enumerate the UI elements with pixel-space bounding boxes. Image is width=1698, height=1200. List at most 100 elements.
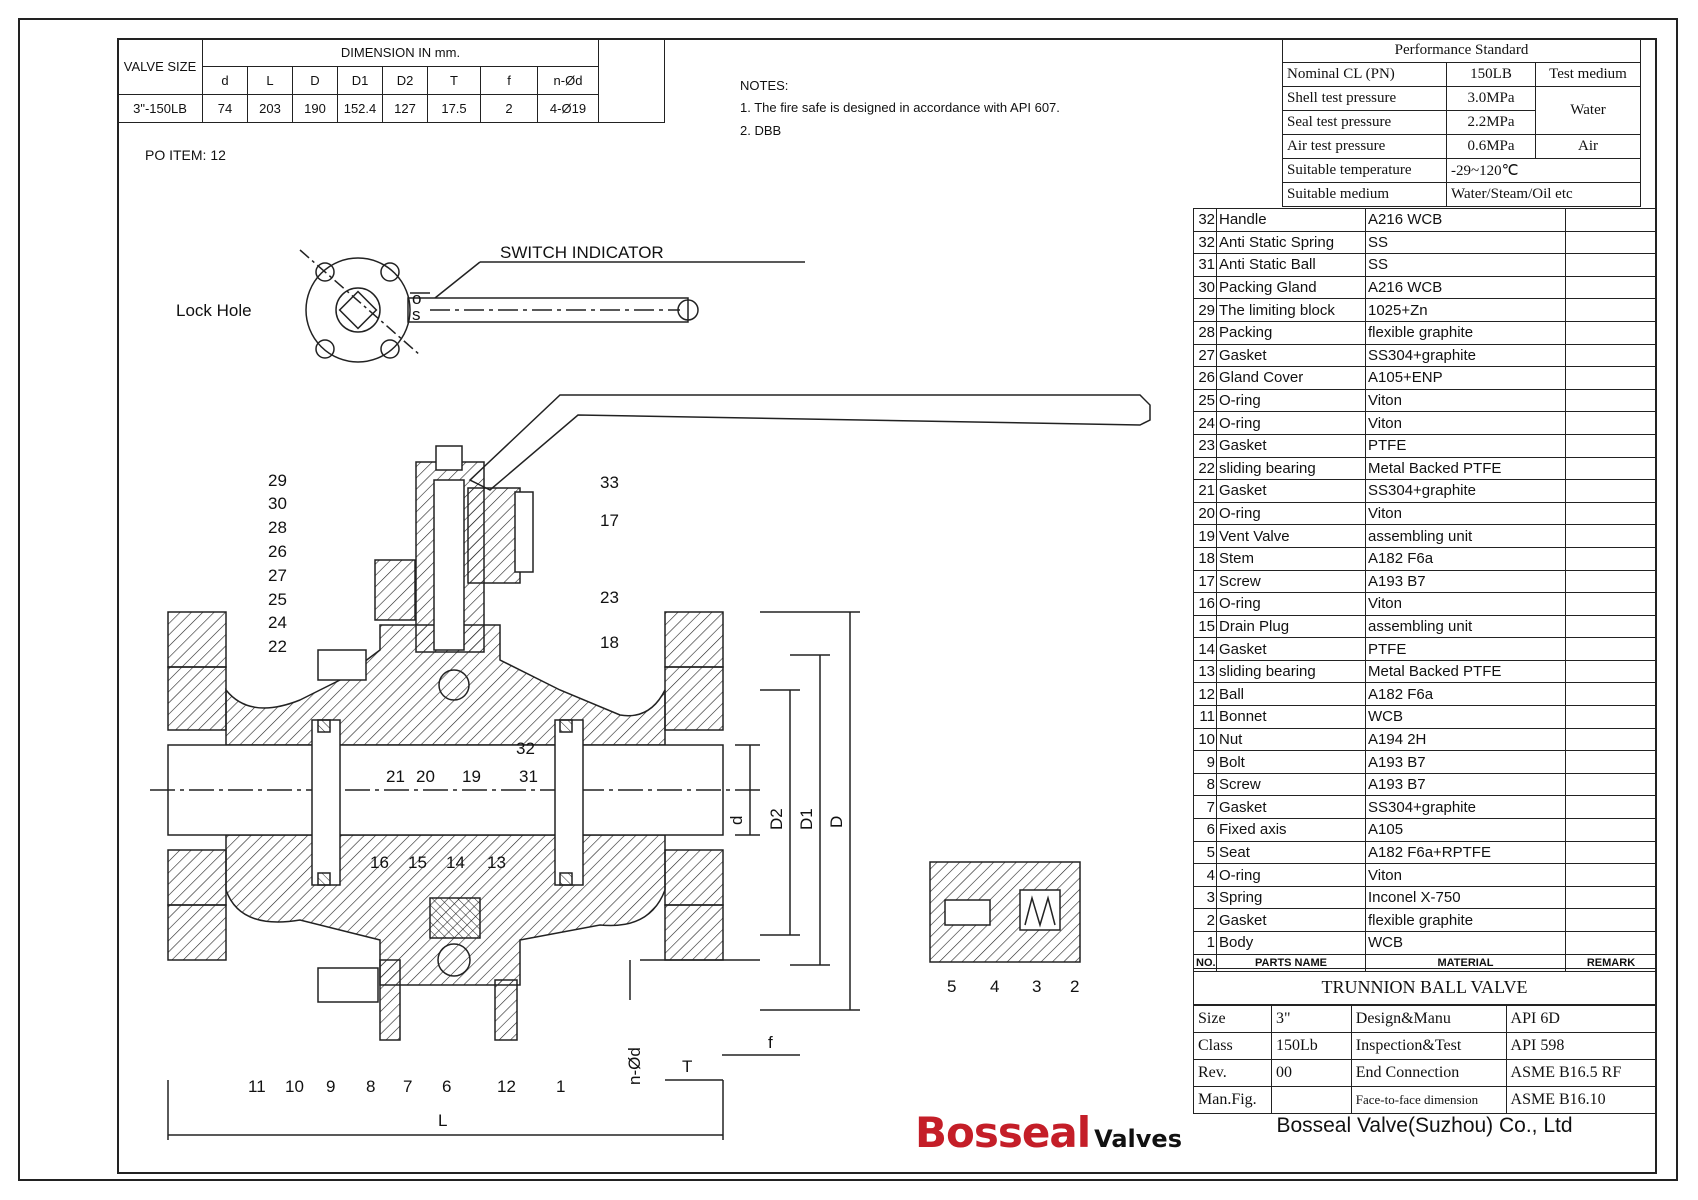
callout-number: 4 bbox=[990, 977, 999, 996]
dim-label-D1: D1 bbox=[797, 808, 816, 830]
note-item: 2. DBB bbox=[740, 123, 782, 138]
nominal-value: 150LB bbox=[1446, 62, 1536, 87]
inspection-value: API 598 bbox=[1505, 1032, 1657, 1060]
parts-header-name: PARTS NAME bbox=[1216, 953, 1366, 972]
drawing-border-outer bbox=[18, 18, 1678, 1181]
part-material: Metal Backed PTFE bbox=[1365, 659, 1566, 684]
design-value: API 6D bbox=[1505, 1005, 1657, 1033]
part-no: 21 bbox=[1193, 479, 1217, 503]
col-d: d bbox=[202, 66, 248, 95]
callout-number: 33 bbox=[600, 473, 619, 492]
callout-number: 23 bbox=[600, 588, 619, 607]
part-material: Viton bbox=[1365, 501, 1566, 526]
part-material: A193 B7 bbox=[1365, 569, 1566, 594]
part-material: assembling unit bbox=[1365, 524, 1566, 548]
performance-table: Performance Standard Nominal CL (PN) 150… bbox=[1282, 38, 1641, 207]
callout-number: 27 bbox=[268, 566, 287, 585]
water-medium: Water bbox=[1535, 86, 1641, 135]
performance-title: Performance Standard bbox=[1282, 38, 1641, 63]
shell-label: Shell test pressure bbox=[1282, 86, 1447, 111]
part-material: assembling unit bbox=[1365, 614, 1566, 639]
temp-value: -29~120℃ bbox=[1446, 158, 1641, 183]
os-indicator-shut: s bbox=[412, 305, 421, 324]
col-T: T bbox=[427, 66, 481, 95]
callout-number: 26 bbox=[268, 542, 287, 561]
temp-label: Suitable temperature bbox=[1282, 158, 1447, 183]
title-block-table: Size 3" Design&Manu API 6D Class 150Lb I… bbox=[1193, 1005, 1657, 1114]
part-material: A105+ENP bbox=[1365, 366, 1566, 390]
callout-number: 11 bbox=[248, 1077, 266, 1096]
callout-number: 17 bbox=[600, 511, 619, 530]
part-name: Gland Cover bbox=[1216, 366, 1366, 390]
callout-number: 32 bbox=[516, 739, 535, 758]
part-name: The limiting block bbox=[1216, 298, 1366, 322]
f2f-value: ASME B16.10 bbox=[1505, 1086, 1657, 1114]
part-name: Gasket bbox=[1216, 343, 1366, 368]
logo-main-text: Bosseal bbox=[915, 1108, 1091, 1157]
callout-number: 22 bbox=[268, 637, 287, 656]
callout-number: 12 bbox=[497, 1077, 516, 1096]
callout-number: 14 bbox=[446, 853, 465, 872]
dim-label-D: D bbox=[827, 816, 846, 828]
title-block: TRUNNION BALL VALVE Size 3" Design&Manu … bbox=[1193, 968, 1657, 1114]
callout-number: 20 bbox=[416, 767, 435, 786]
callout-number: 15 bbox=[408, 853, 427, 872]
part-material: SS304+graphite bbox=[1365, 343, 1566, 368]
col-f: f bbox=[480, 66, 538, 95]
nominal-label: Nominal CL (PN) bbox=[1282, 62, 1447, 87]
switch-indicator-label: SWITCH INDICATOR bbox=[500, 243, 664, 262]
part-material: A193 B7 bbox=[1365, 750, 1566, 774]
drawing-title: TRUNNION BALL VALVE bbox=[1193, 968, 1656, 1005]
part-no: 11 bbox=[1193, 705, 1217, 729]
dim-label-d: d bbox=[727, 816, 746, 825]
callout-number: 6 bbox=[442, 1077, 451, 1096]
callout-number: 5 bbox=[947, 977, 956, 996]
part-name: Fixed axis bbox=[1216, 818, 1366, 842]
dim-label-L: L bbox=[438, 1111, 447, 1130]
medium-label: Suitable medium bbox=[1282, 182, 1447, 207]
part-no: 23 bbox=[1193, 433, 1217, 458]
dim-label-T: T bbox=[682, 1057, 692, 1076]
callout-number: 24 bbox=[268, 613, 287, 632]
callout-number: 30 bbox=[268, 494, 287, 513]
part-no: 32 bbox=[1193, 230, 1217, 255]
dim-label-D2: D2 bbox=[767, 808, 786, 830]
callout-number: 16 bbox=[370, 853, 389, 872]
dimension-table: VALVE SIZE DIMENSION IN mm. d L D D1 D2 … bbox=[117, 38, 665, 123]
part-material: Viton bbox=[1365, 592, 1566, 616]
f2f-label: Face-to-face dimension bbox=[1350, 1086, 1507, 1114]
part-no: 19 bbox=[1193, 524, 1217, 548]
value-T: 17.5 bbox=[427, 94, 481, 123]
part-no: 13 bbox=[1193, 659, 1217, 684]
part-name: Body bbox=[1216, 931, 1366, 955]
seal-value: 2.2MPa bbox=[1446, 110, 1536, 135]
callout-number: 7 bbox=[403, 1077, 412, 1096]
notes-heading: NOTES: bbox=[740, 78, 789, 93]
callout-number: 13 bbox=[487, 853, 506, 872]
part-name: Packing bbox=[1216, 320, 1366, 345]
callout-number: 18 bbox=[600, 633, 619, 652]
part-name: Anti Static Ball bbox=[1216, 253, 1366, 277]
company-name: Bosseal Valve(Suzhou) Co., Ltd bbox=[1276, 1114, 1573, 1137]
class-label: Class bbox=[1193, 1032, 1272, 1060]
part-material: SS304+graphite bbox=[1365, 479, 1566, 503]
col-L: L bbox=[247, 66, 293, 95]
callout-number: 10 bbox=[285, 1077, 304, 1096]
